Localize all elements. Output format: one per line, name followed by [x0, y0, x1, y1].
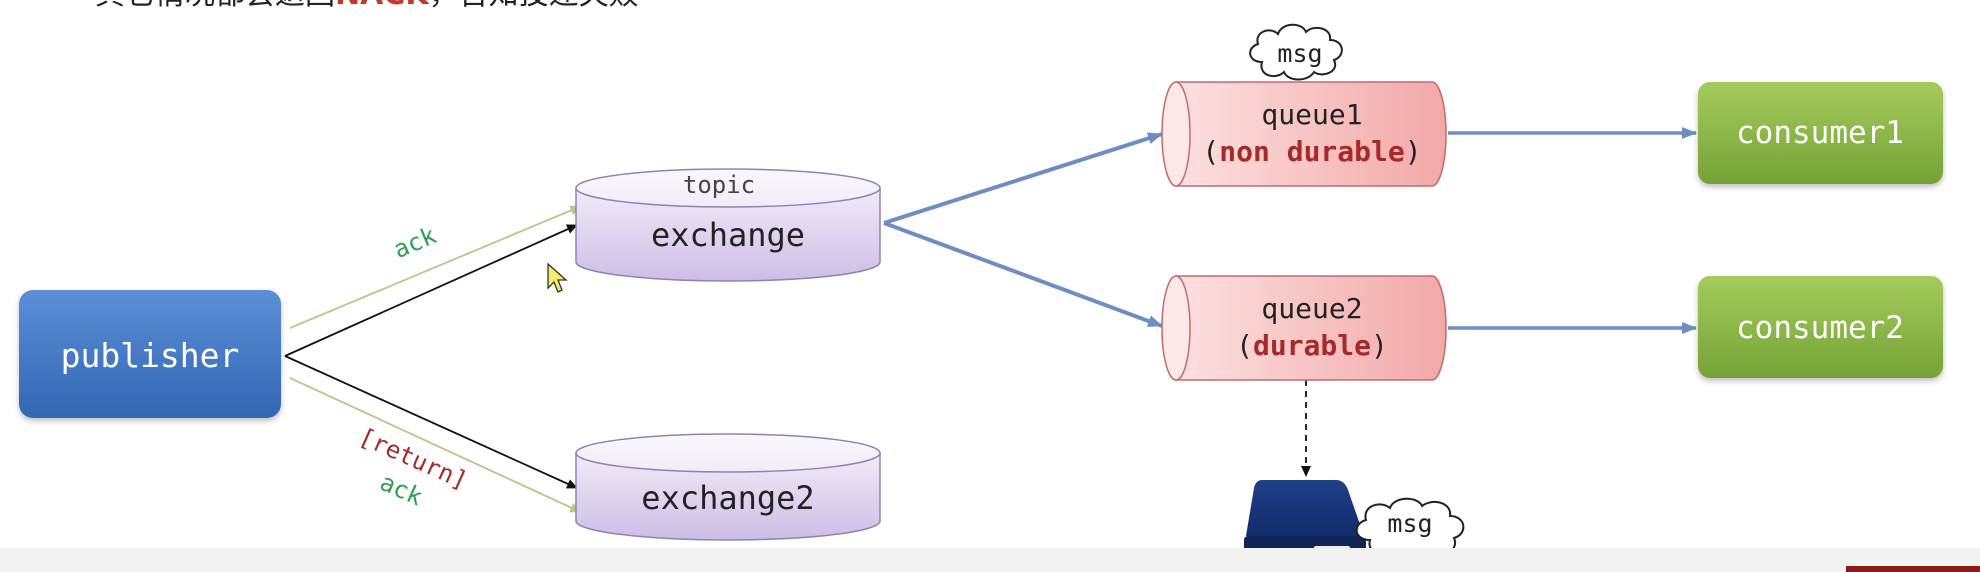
- header-prefix: 其它情况都会返回: [95, 0, 335, 12]
- arrow-publisher-to-exchange: [284, 224, 578, 357]
- mouse-cursor-icon: [547, 262, 568, 293]
- publisher-label: publisher: [61, 336, 240, 375]
- exchange-label: exchange: [651, 216, 805, 254]
- queue1-node: [1161, 81, 1447, 187]
- cloud-icon: [1249, 23, 1343, 81]
- ack-arrow-bottom: [289, 377, 582, 513]
- publisher-node: [19, 290, 281, 418]
- bottom-red-bar: [1846, 566, 1980, 572]
- arrow-publisher-to-exchange2: [284, 355, 578, 489]
- consumer2-label: consumer2: [1736, 310, 1904, 346]
- exchange2-label: exchange2: [641, 479, 814, 517]
- header-highlight: NACK: [335, 0, 430, 12]
- consumer1-label: consumer1: [1736, 115, 1904, 151]
- exchange2-node: [575, 433, 881, 541]
- arrow-exchange-to-queue2: [883, 221, 1163, 328]
- arrow-exchange-to-queue1: [883, 132, 1163, 225]
- msg-cloud-top: [1249, 23, 1343, 81]
- queue2-line1: queue2: [1261, 292, 1362, 325]
- queue2-durability: durable: [1253, 329, 1371, 362]
- exchange-type-label: topic: [683, 171, 755, 199]
- queue2-node: [1161, 275, 1447, 381]
- consumer2-node: [1698, 276, 1943, 378]
- queue2-paren-close: ): [1371, 329, 1388, 362]
- queue1-paren-open: (: [1202, 135, 1219, 168]
- msg-cloud-disk-label: msg: [1387, 509, 1432, 538]
- queue2-paren-open: (: [1236, 329, 1253, 362]
- header-text: 其它情况都会返回NACK，告知投递失败: [95, 0, 639, 12]
- queue1-line2: (non durable): [1202, 135, 1421, 168]
- consumer1-node: [1698, 82, 1943, 184]
- bottom-strip: [0, 548, 1980, 572]
- header-suffix: ，告知投递失败: [429, 0, 639, 12]
- exchange-node: [575, 168, 881, 282]
- queue1-durability: non durable: [1219, 135, 1404, 168]
- ack-arrow-top: [289, 205, 583, 329]
- queue1-line1: queue1: [1261, 98, 1362, 131]
- msg-cloud-top-label: msg: [1277, 39, 1322, 68]
- queue1-paren-close: ): [1405, 135, 1422, 168]
- ack-label-top: ack: [389, 221, 440, 264]
- queue2-line2: (durable): [1236, 329, 1388, 362]
